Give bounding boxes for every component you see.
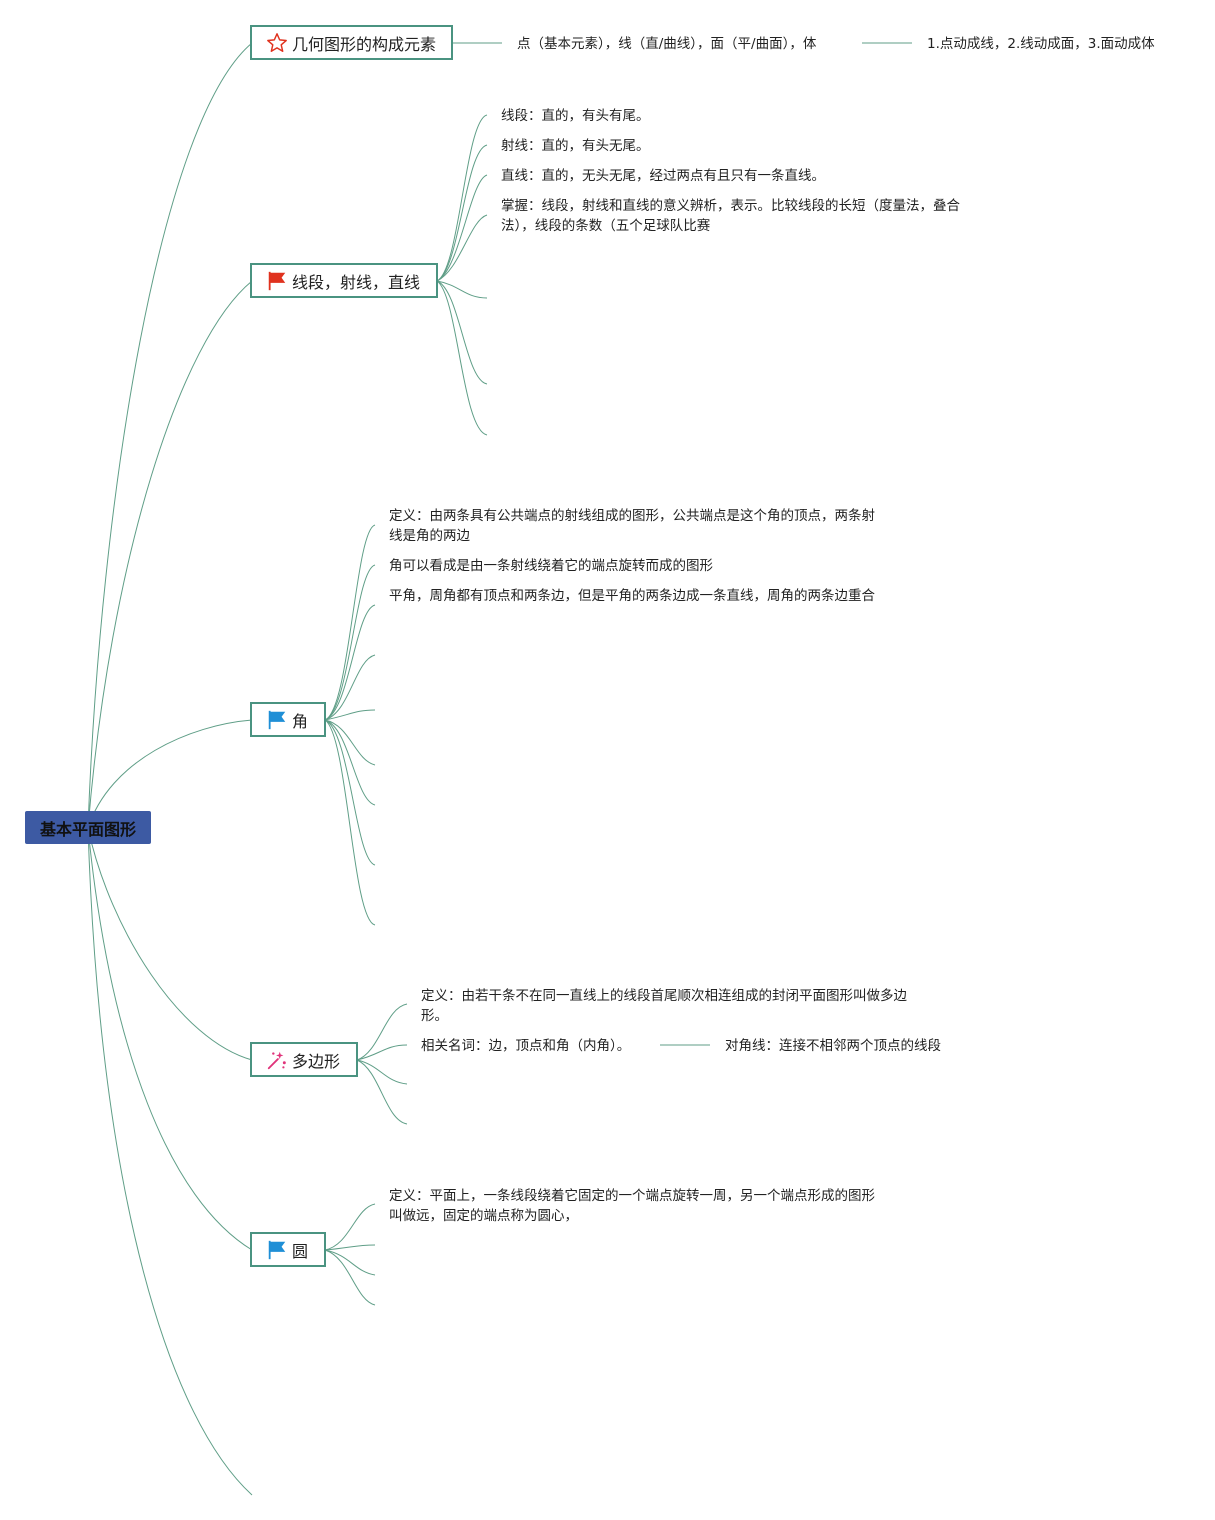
line-leaf[interactable]: 直线：直的，无头无尾，经过两点有且只有一条直线。 <box>501 168 825 184</box>
ray-leaf[interactable]: 射线：直的，有头无尾。 <box>501 138 650 154</box>
mastery-leaf[interactable]: 掌握：线段，射线和直线的意义辨析，表示。比较线段的长短（度量法，叠合法），线段的… <box>501 198 960 234</box>
branch-label: 线段，射线，直线 <box>292 272 421 292</box>
branch-polygon[interactable]: 多边形 <box>250 1042 358 1077</box>
angle-definition-leaf[interactable]: 定义：由两条具有公共端点的射线组成的图形，公共端点是这个角的顶点，两条射线是角的… <box>389 508 875 544</box>
blue-flag-icon <box>266 1239 288 1261</box>
branch-label: 角 <box>292 711 309 731</box>
branch-label: 多边形 <box>292 1051 341 1071</box>
red-flag-icon <box>266 270 288 292</box>
branch-segment-ray-line[interactable]: 线段，射线，直线 <box>250 263 438 298</box>
root-topic[interactable]: 基本平面图形 <box>25 811 151 844</box>
polygon-definition-leaf[interactable]: 定义：由若干条不在同一直线上的线段首尾顺次相连组成的封闭平面图形叫做多边形。 <box>421 988 907 1024</box>
sparkle-wand-icon <box>266 1049 288 1071</box>
elements-leaf[interactable]: 点（基本元素），线（直/曲线），面（平/曲面），体 <box>517 36 817 52</box>
root-topic-label: 基本平面图形 <box>39 819 136 839</box>
segment-leaf[interactable]: 线段：直的，有头有尾。 <box>501 108 650 124</box>
motion-leaf[interactable]: 1.点动成线，2.线动成面，3.面动成体 <box>927 36 1155 52</box>
diagonal-leaf[interactable]: 对角线：连接不相邻两个顶点的线段 <box>725 1038 941 1054</box>
branch-angle[interactable]: 角 <box>250 702 326 737</box>
angle-straight-full-leaf[interactable]: 平角，周角都有顶点和两条边，但是平角的两条边成一条直线，周角的两条边重合 <box>389 588 875 604</box>
blue-flag-icon <box>266 709 288 731</box>
branch-circle[interactable]: 圆 <box>250 1232 326 1267</box>
branch-label: 圆 <box>292 1241 309 1261</box>
star-outline-icon <box>266 32 288 54</box>
branch-label: 几何图形的构成元素 <box>292 34 437 54</box>
branch-geometric-elements[interactable]: 几何图形的构成元素 <box>250 25 453 60</box>
angle-rotation-leaf[interactable]: 角可以看成是由一条射线绕着它的端点旋转而成的图形 <box>389 558 713 574</box>
circle-definition-leaf[interactable]: 定义：平面上，一条线段绕着它固定的一个端点旋转一周，另一个端点形成的图形叫做远，… <box>389 1188 875 1224</box>
polygon-terms-leaf[interactable]: 相关名词：边，顶点和角（内角）。 <box>421 1038 631 1054</box>
